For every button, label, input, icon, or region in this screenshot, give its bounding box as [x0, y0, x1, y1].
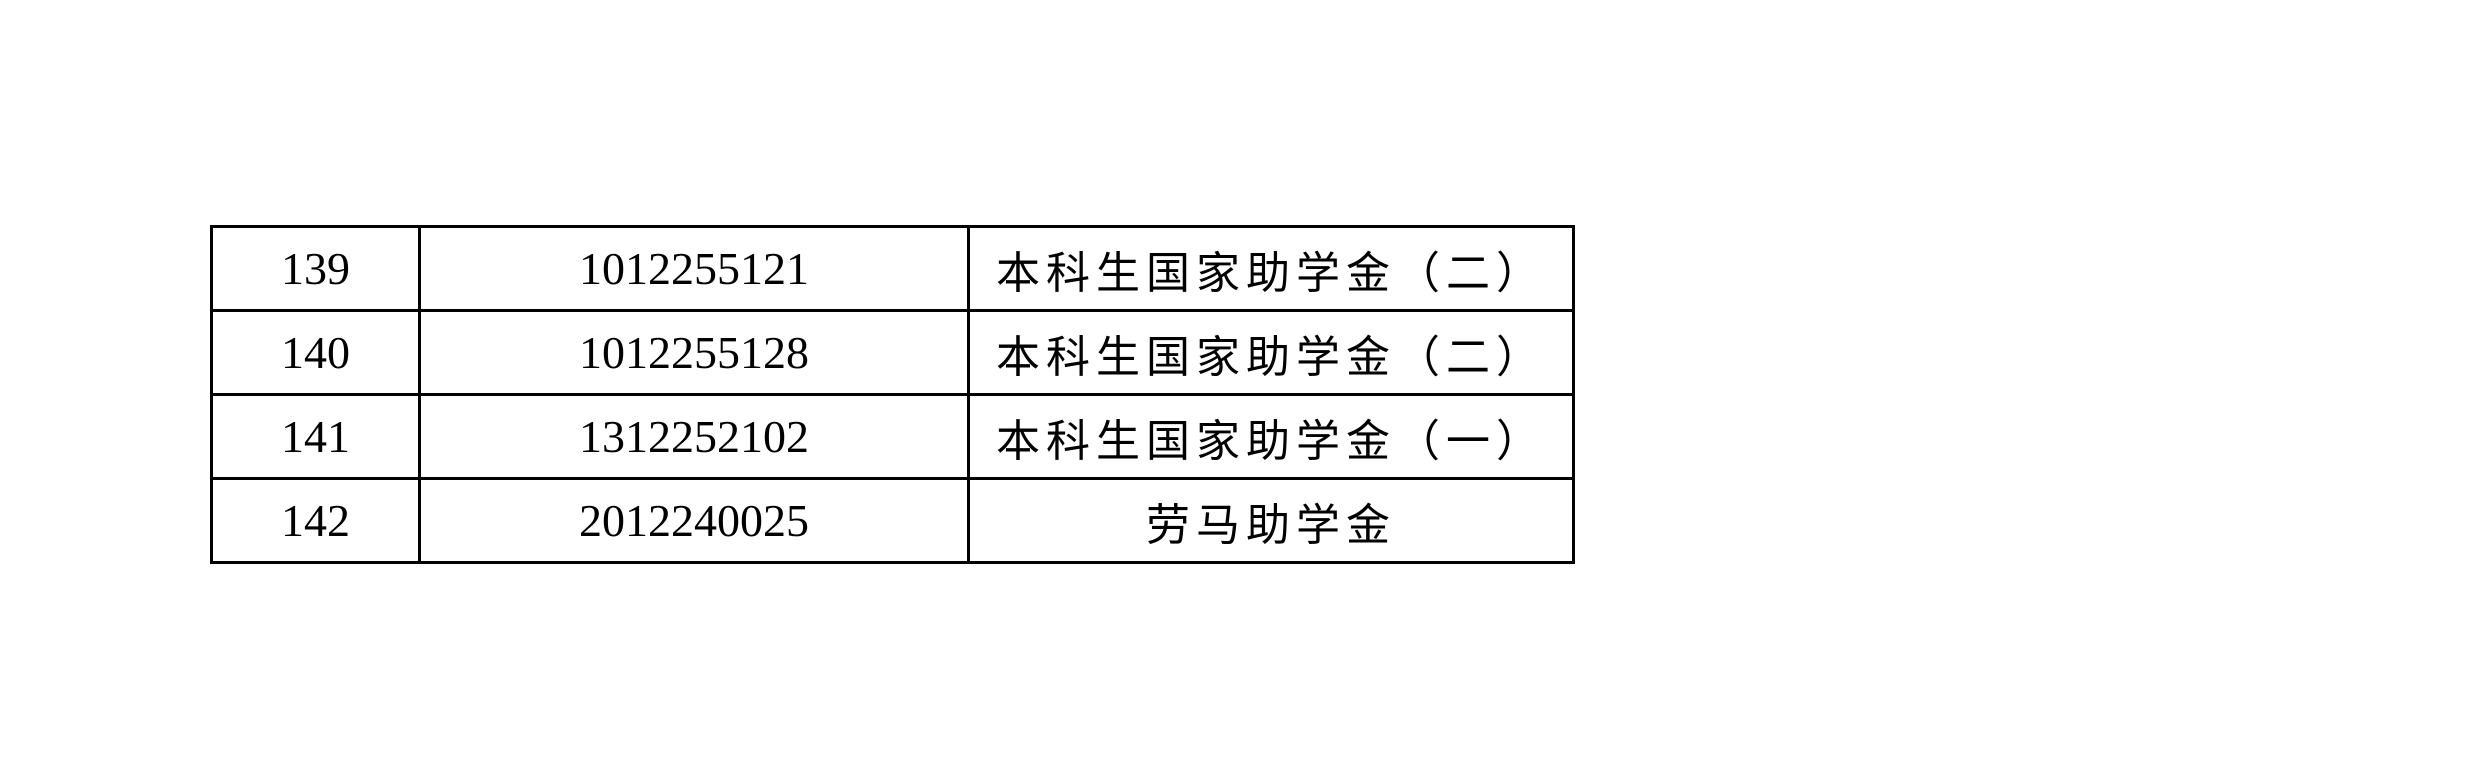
student-id: 1312252102 — [418, 393, 970, 480]
row-index: 141 — [210, 393, 421, 480]
award-name: 本科生国家助学金（二） — [967, 309, 1575, 396]
award-name: 劳马助学金 — [967, 477, 1575, 564]
row-index: 140 — [210, 309, 421, 396]
student-id: 1012255128 — [418, 309, 970, 396]
student-id: 1012255121 — [418, 225, 970, 312]
award-name: 本科生国家助学金（二） — [967, 225, 1575, 312]
table-row: 140 1012255128 本科生国家助学金（二） — [210, 309, 1575, 396]
table-row: 142 2012240025 劳马助学金 — [210, 477, 1575, 564]
scholarship-table: 139 1012255121 本科生国家助学金（二） 140 101225512… — [210, 225, 1575, 564]
award-name: 本科生国家助学金（一） — [967, 393, 1575, 480]
student-id: 2012240025 — [418, 477, 970, 564]
row-index: 139 — [210, 225, 421, 312]
row-index: 142 — [210, 477, 421, 564]
table-row: 139 1012255121 本科生国家助学金（二） — [210, 225, 1575, 312]
table-row: 141 1312252102 本科生国家助学金（一） — [210, 393, 1575, 480]
